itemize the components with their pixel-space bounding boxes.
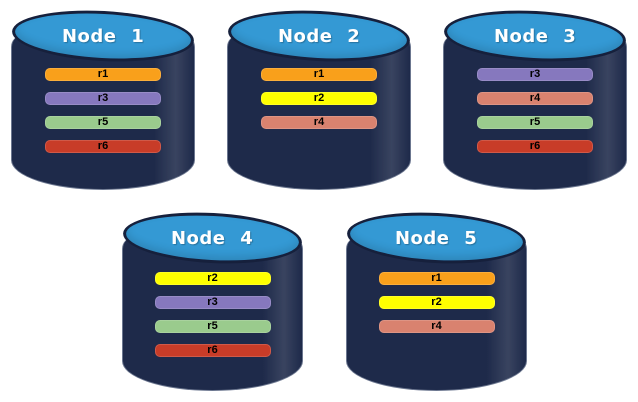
node-title: Node 2 (277, 25, 361, 47)
replica-bar: r1 (378, 272, 495, 285)
replica-list: r1 r2 r4 (378, 272, 495, 333)
replica-list: r1 r2 r4 (261, 68, 377, 129)
replica-list: r1 r3 r5 r6 (45, 68, 161, 153)
node-3: Node 3 r3 r4 r5 r6 (442, 6, 628, 190)
cylinder-body (122, 237, 303, 391)
replica-bar: r6 (45, 140, 161, 153)
replica-bar: r3 (45, 92, 161, 105)
replica-bar: r1 (45, 68, 161, 81)
replica-bar: r4 (477, 92, 593, 105)
node-4: Node 4 r2 r3 r5 r6 (121, 208, 304, 391)
node-title: Node 3 (493, 25, 577, 47)
replica-bar: r4 (261, 116, 377, 129)
replica-bar: r3 (477, 68, 593, 81)
replica-bar: r2 (154, 272, 271, 285)
replica-bar: r3 (154, 296, 271, 309)
replica-bar: r1 (261, 68, 377, 81)
replica-list: r2 r3 r5 r6 (154, 272, 271, 357)
node-title: Node 1 (61, 25, 145, 47)
replica-list: r3 r4 r5 r6 (477, 68, 593, 153)
replica-bar: r2 (261, 92, 377, 105)
replica-bar: r5 (154, 320, 271, 333)
node-title: Node 4 (171, 227, 254, 249)
node-1: Node 1 r1 r3 r5 r6 (10, 6, 196, 190)
replica-bar: r5 (477, 116, 593, 129)
replica-bar: r6 (154, 344, 271, 357)
node-title: Node 5 (395, 227, 478, 249)
replica-bar: r5 (45, 116, 161, 129)
replica-bar: r4 (378, 320, 495, 333)
replica-bar: r2 (378, 296, 495, 309)
replica-bar: r6 (477, 140, 593, 153)
node-2: Node 2 r1 r2 r4 (226, 6, 412, 190)
node-5: Node 5 r1 r2 r4 (345, 208, 528, 391)
